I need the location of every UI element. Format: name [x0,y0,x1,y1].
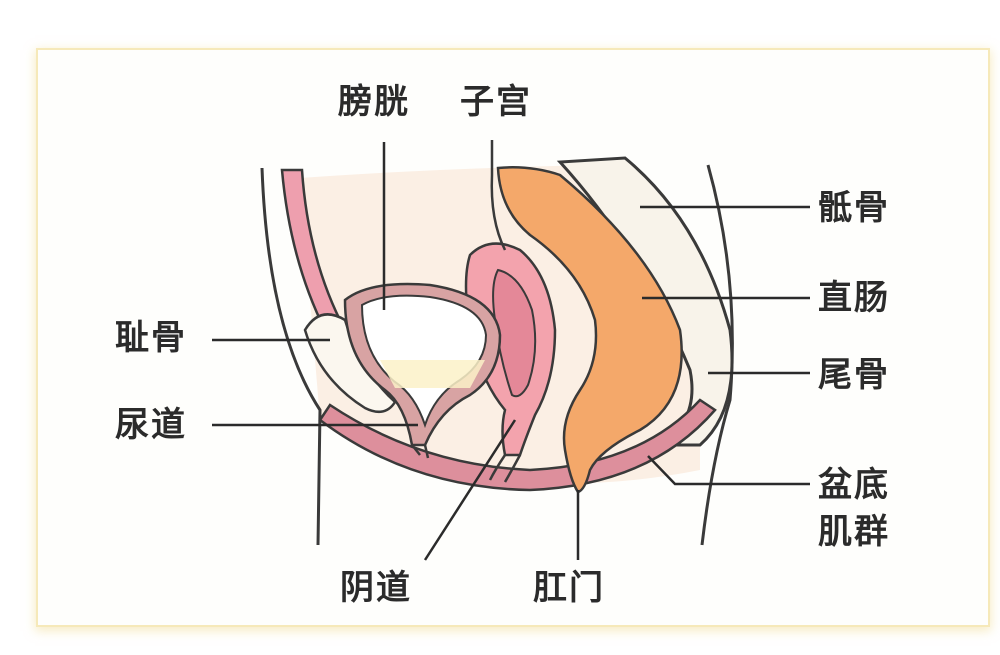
label-rectum: 直肠 [818,278,890,318]
label-vagina: 阴道 [340,568,412,608]
label-uterus: 子宫 [460,82,532,122]
uterus-pointer-stalk [490,140,507,251]
body-outline-back [700,164,734,546]
body-outline-front [260,167,322,546]
bladder-pale-band [380,360,485,388]
rectum-shape [496,166,683,494]
label-sacrum: 骶骨 [818,188,890,228]
pelvic-floor-pointer [647,455,810,486]
label-pubic-bone: 耻骨 [115,318,187,358]
label-bladder: 膀胱 [338,82,410,122]
pelvic-floor-band [318,398,717,492]
label-pelvic-floor-1: 盆底 [818,465,890,505]
vagina-pointer [423,419,517,561]
urethra-line [411,444,430,459]
vagina-line [488,454,522,483]
label-pelvic-floor-2: 肌群 [818,512,890,552]
label-urethra: 尿道 [115,405,187,445]
pointer-lines [212,142,810,561]
label-coccyx: 尾骨 [818,355,890,395]
label-anus: 肛门 [533,568,605,608]
